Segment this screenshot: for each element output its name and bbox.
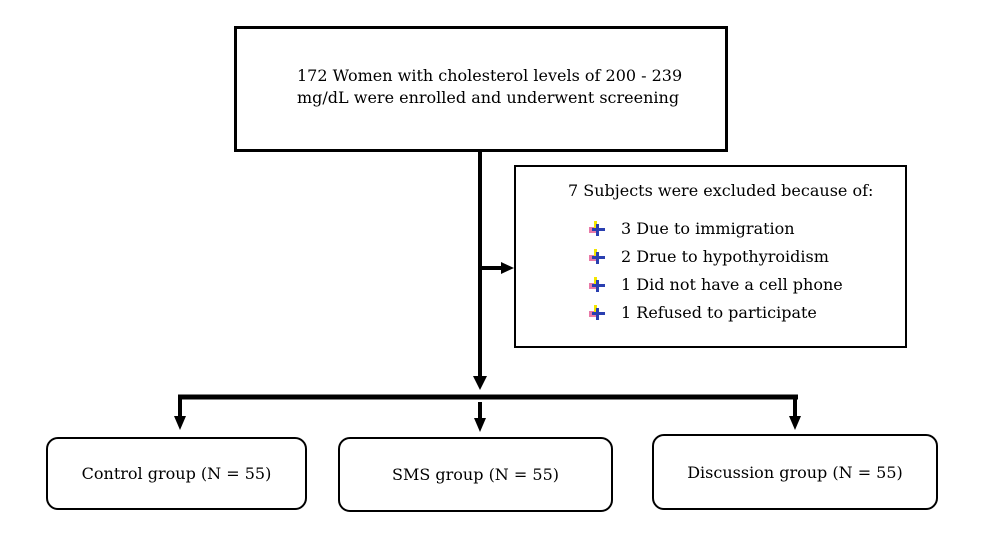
enrollment-text: 172 Women with cholesterol levels of 200… xyxy=(297,65,697,109)
exclusion-item-label: 3 Due to immigration xyxy=(621,219,795,238)
enrollment-line-1: 172 Women with cholesterol levels of 200… xyxy=(297,66,683,85)
discussion-group-label: Discussion group (N = 55) xyxy=(687,462,903,482)
drop-arrowhead-sms xyxy=(474,418,486,432)
drop-arrowhead-control xyxy=(174,416,186,430)
exclusion-item-label: 2 Drue to hypothyroidism xyxy=(621,247,829,266)
drop-arrowhead-discussion xyxy=(789,416,801,430)
sms-group-label: SMS group (N = 55) xyxy=(392,465,559,484)
control-group-box: Control group (N = 55) xyxy=(46,437,307,510)
main-arrowhead xyxy=(473,376,487,390)
enrollment-line-2: mg/dL were enrolled and underwent screen… xyxy=(297,88,680,107)
exclusion-item-label: 1 Refused to participate xyxy=(621,303,817,322)
bullet-icon xyxy=(588,276,606,294)
exclusion-arrowhead xyxy=(501,262,514,274)
bullet-icon xyxy=(588,248,606,266)
sms-group-box: SMS group (N = 55) xyxy=(338,437,613,512)
enrollment-box: 172 Women with cholesterol levels of 200… xyxy=(234,26,728,152)
exclusion-item: 3 Due to immigration xyxy=(588,219,795,238)
control-group-label: Control group (N = 55) xyxy=(81,464,272,483)
exclusion-item: 1 Refused to participate xyxy=(588,303,817,322)
exclusion-item: 2 Drue to hypothyroidism xyxy=(588,247,829,266)
exclusion-title: 7 Subjects were excluded because of: xyxy=(568,181,874,200)
bullet-icon xyxy=(588,304,606,322)
exclusion-item-label: 1 Did not have a cell phone xyxy=(621,275,843,294)
exclusion-item: 1 Did not have a cell phone xyxy=(588,275,843,294)
bullet-icon xyxy=(588,220,606,238)
discussion-group-box: Discussion group (N = 55) xyxy=(652,434,938,510)
exclusion-box: 7 Subjects were excluded because of: 3 D… xyxy=(514,165,907,348)
